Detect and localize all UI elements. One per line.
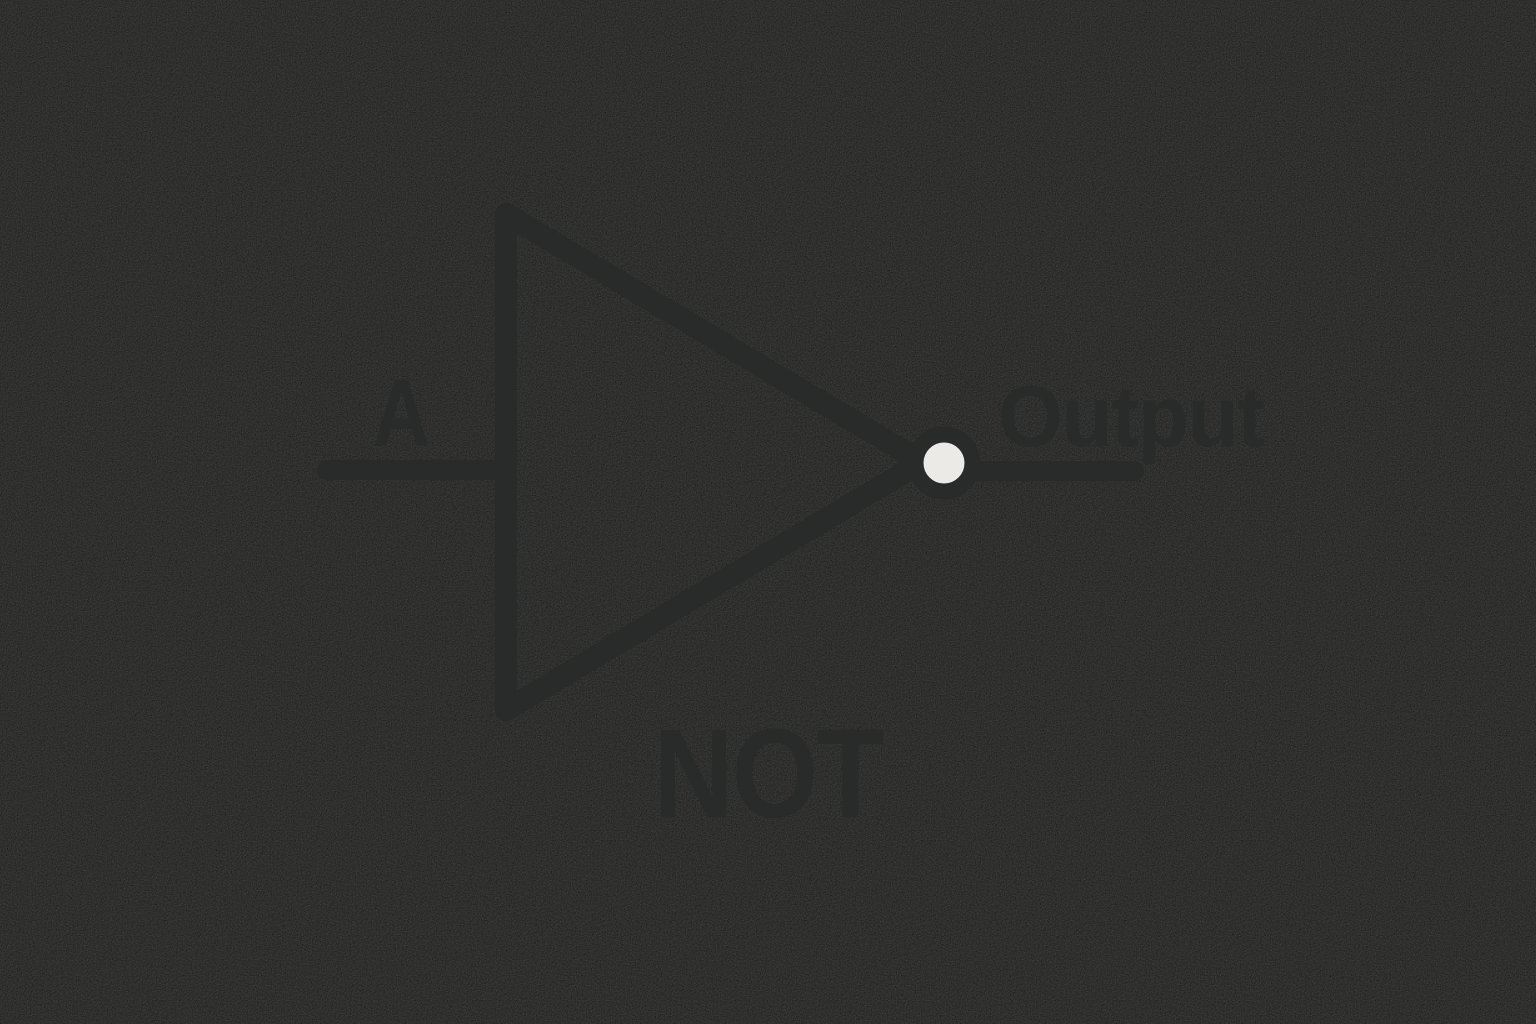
output-label: Output bbox=[998, 369, 1265, 465]
inverter-triangle bbox=[495, 203, 933, 721]
inversion-bubble-icon bbox=[907, 426, 981, 500]
gate-label: NOT bbox=[653, 703, 884, 844]
input-label: A bbox=[373, 360, 430, 467]
